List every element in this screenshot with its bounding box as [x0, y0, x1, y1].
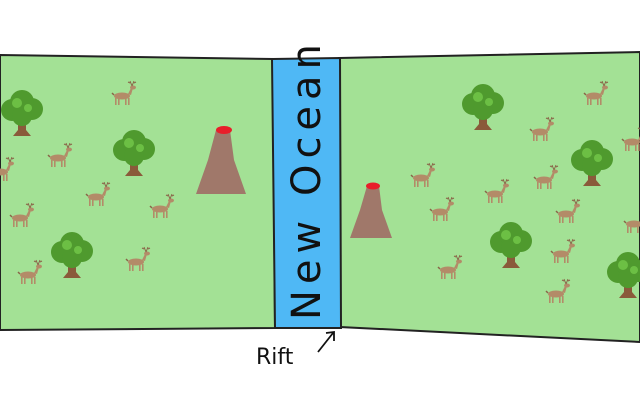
arrow-icon: [317, 330, 335, 353]
new-ocean-channel: [270, 56, 343, 329]
volcano-icon: [350, 182, 392, 238]
volcano-icon: [196, 126, 246, 194]
new-ocean-label: New Ocean: [284, 38, 330, 320]
rift-label: Rift: [256, 345, 294, 370]
